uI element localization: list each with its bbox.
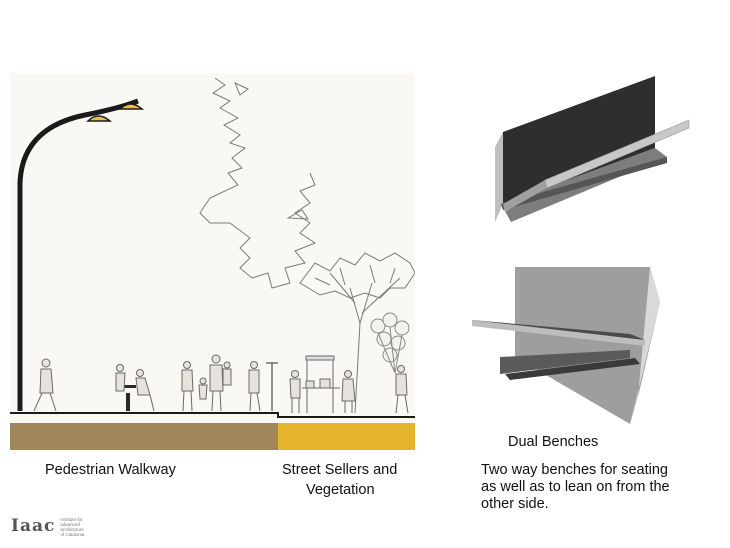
tree-canopy-leaf — [286, 209, 309, 220]
bench-render-bottom — [470, 262, 680, 432]
pedestrian-figures — [33, 354, 278, 412]
pedestrian-walkway-caption: Pedestrian Walkway — [45, 462, 176, 478]
sellers-strip — [278, 423, 415, 450]
street-section-drawing — [10, 77, 415, 450]
street-sellers-caption-line2: Vegetation — [306, 482, 375, 498]
balloons — [370, 312, 410, 374]
ground-line — [10, 412, 415, 418]
street-lamp — [17, 98, 145, 411]
dual-benches-desc-line2: as well as to lean on from the — [481, 479, 670, 495]
street-tree — [299, 252, 415, 414]
dual-bench-render-elevated — [495, 76, 690, 222]
person-with-cart — [248, 361, 278, 412]
iaac-logo-text: Institute for advanced architecture of C… — [60, 517, 85, 537]
family-group — [181, 354, 232, 412]
street-section-illustration — [10, 73, 415, 450]
bench-render-top — [485, 72, 695, 237]
dual-benches-desc-line3: other side. — [481, 496, 549, 512]
iaac-logo: Iaac Institute for advanced architecture… — [11, 517, 110, 537]
seller-stall — [289, 355, 409, 414]
dual-benches-desc-line1: Two way benches for seating — [481, 462, 668, 478]
walking-person — [33, 358, 57, 412]
dual-bench-render-side — [472, 267, 660, 424]
dual-benches-title: Dual Benches — [508, 434, 599, 450]
street-sellers-caption-line1: Street Sellers and — [282, 462, 398, 478]
tree-canopy-outline — [199, 77, 317, 289]
tree-canopy-leaf — [234, 82, 249, 96]
iaac-logo-mark: Iaac — [11, 516, 56, 536]
walkway-strip — [10, 423, 278, 450]
bench-with-people — [115, 364, 155, 412]
